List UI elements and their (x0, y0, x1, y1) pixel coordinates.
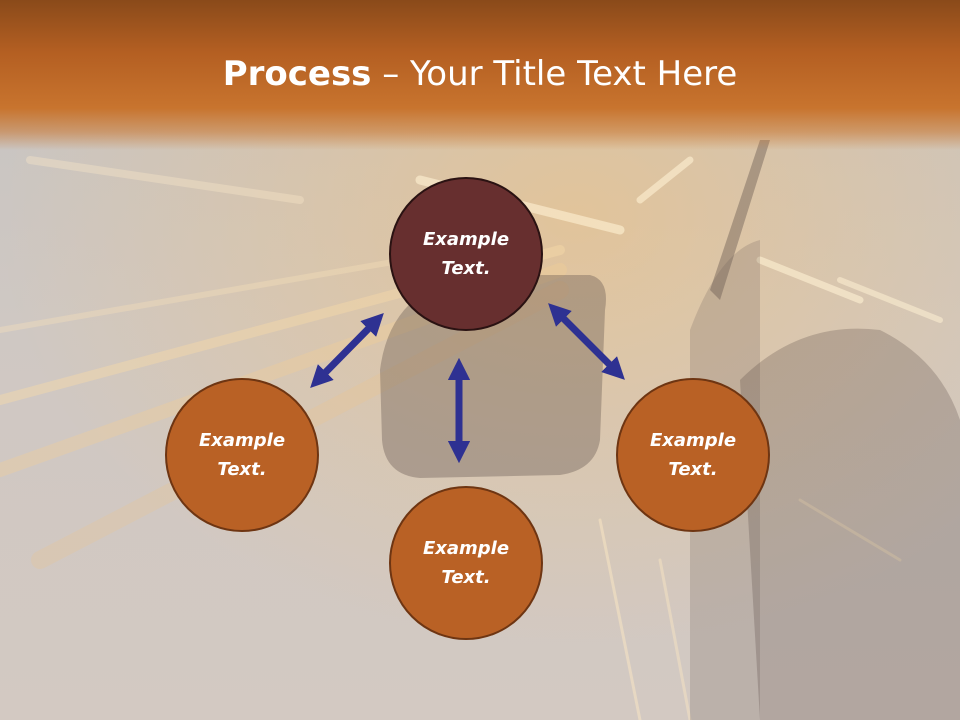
title-rest-part: – Your Title Text Here (371, 54, 738, 94)
node-bottom: Example Text. (389, 486, 543, 640)
arrow-top-left (310, 313, 384, 388)
arrow-top-right (548, 303, 625, 380)
title-bold-part: Process (222, 54, 372, 94)
node-top: Example Text. (389, 177, 543, 331)
slide-title: Process – Your Title Text Here (0, 52, 960, 96)
node-bottom-label: Example Text. (422, 538, 510, 588)
node-left: Example Text. (165, 378, 319, 532)
node-right: Example Text. (616, 378, 770, 532)
node-top-label: Example Text. (422, 229, 510, 279)
node-left-label: Example Text. (198, 430, 286, 480)
header-band (0, 0, 960, 150)
node-right-label: Example Text. (649, 430, 737, 480)
